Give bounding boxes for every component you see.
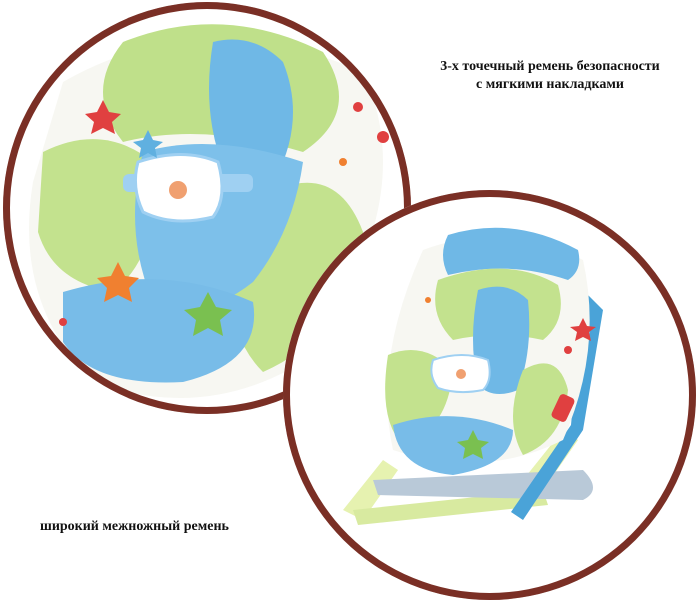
- bouncer-full-illustration: [343, 227, 603, 525]
- bouncer-full-photo: [283, 190, 696, 600]
- harness-caption-line1: 3-х точечный ремень безопасности: [440, 59, 660, 74]
- harness-caption-line2: с мягкими накладками: [476, 77, 624, 92]
- harness-closeup-illustration: [29, 24, 389, 398]
- harness-closeup-photo: [3, 2, 411, 414]
- harness-caption: 3-х точечный ремень безопасности с мягки…: [400, 58, 700, 94]
- crotch-strap-caption: широкий межножный ремень: [40, 519, 229, 534]
